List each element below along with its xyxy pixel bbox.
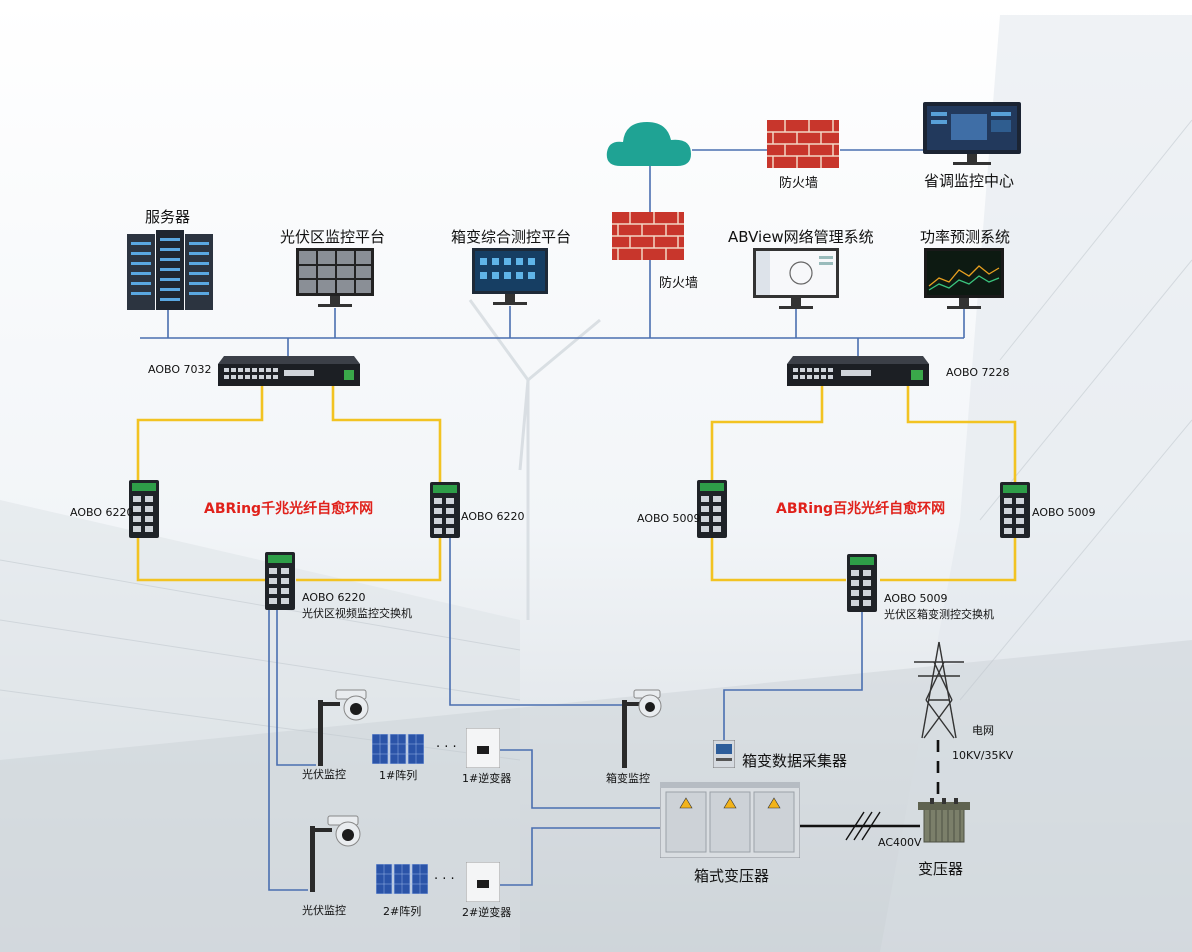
fiber-gigabit-bottom-left <box>136 537 267 582</box>
power-forecast-monitor-icon <box>924 248 1004 309</box>
pv-array-1-icon <box>372 734 424 764</box>
collector-label: 箱变数据采集器 <box>742 752 848 770</box>
ring-left-switch-right-icon <box>430 482 460 538</box>
inverter-1-icon <box>466 728 500 768</box>
array-2-label: 2#阵列 <box>383 905 422 918</box>
ring-left-switch-bottom-icon <box>265 552 295 610</box>
ring-left-switch-bottom-label: AOBO 6220 <box>302 591 366 604</box>
pv-camera-2-icon <box>310 815 361 892</box>
firewall-mid-icon <box>612 212 684 260</box>
transformer-icon <box>918 798 970 843</box>
inverter-1-to-box <box>500 749 660 809</box>
fast-ring-title: ABRing百兆光纤自愈环网 <box>776 501 946 517</box>
ring-left-switch-bottom-desc: 光伏区视频监控交换机 <box>302 607 412 620</box>
pv-camera-1-label: 光伏监控 <box>302 768 346 781</box>
pv-camera-1-icon <box>318 689 369 766</box>
pv-monitor-platform-icon <box>296 248 374 307</box>
grid-label: 电网 <box>972 724 994 737</box>
box-monitor-platform-icon <box>472 248 548 305</box>
core-switch-right-label: AOBO 7228 <box>946 366 1010 379</box>
pv-switch-to-camera-1 <box>276 610 316 766</box>
box-camera-icon <box>622 689 662 768</box>
ring-right-switch-right-icon <box>1000 482 1030 538</box>
fiber-gigabit-bottom-right <box>296 537 442 582</box>
server-label: 服务器 <box>145 208 191 226</box>
inverter-2-to-box <box>500 827 660 886</box>
firewall-top-icon <box>767 120 839 168</box>
ring-right-switch-bottom-desc: 光伏区箱变测控交换机 <box>884 608 994 621</box>
pv-monitor-platform-label: 光伏区监控平台 <box>280 228 386 246</box>
fiber-fast-bottom-left <box>710 537 846 582</box>
grid-voltage-label: 10KV/35KV <box>952 749 1014 762</box>
abview-label: ABView网络管理系统 <box>728 228 874 246</box>
fiber-gigabit-right <box>331 385 442 482</box>
power-tower-icon <box>914 641 964 739</box>
array-1-label: 1#阵列 <box>379 769 418 782</box>
abview-monitor-icon <box>753 248 839 309</box>
pv-array-2-icon <box>376 864 428 894</box>
core-switch-left-label: AOBO 7032 <box>148 363 212 376</box>
box-transformer-icon <box>660 782 800 858</box>
ring-left-switch-left-icon <box>129 480 159 538</box>
ring-right-switch-left-icon <box>697 480 727 538</box>
ac-voltage-label: AC400V <box>878 836 922 849</box>
firewall-top-label: 防火墙 <box>779 176 819 191</box>
dispatch-center-monitor-icon <box>923 102 1021 165</box>
fiber-gigabit-left <box>136 385 264 480</box>
ellipsis-2: · · · <box>434 872 455 887</box>
dispatch-center-label: 省调监控中心 <box>924 172 1015 190</box>
transformer-label: 变压器 <box>918 860 964 878</box>
ring-right-switch-right-label: AOBO 5009 <box>1032 506 1096 519</box>
inverter-1-label: 1#逆变器 <box>462 772 512 785</box>
core-switch-right-icon <box>787 356 929 386</box>
fiber-fast-bottom-right <box>880 537 1017 582</box>
box-camera-label: 箱变监控 <box>606 772 650 785</box>
inverter-2-label: 2#逆变器 <box>462 906 512 919</box>
ring-right-to-box-camera <box>449 532 632 706</box>
core-switch-left-icon <box>218 356 360 386</box>
firewall-mid-label: 防火墙 <box>659 276 699 291</box>
ring-left-switch-right-label: AOBO 6220 <box>461 510 525 523</box>
pv-switch-to-camera-2 <box>268 610 308 891</box>
ring-right-switch-bottom-icon <box>847 554 877 612</box>
ellipsis-1: · · · <box>436 740 457 755</box>
power-forecast-label: 功率预测系统 <box>920 228 1011 246</box>
box-monitor-platform-label: 箱变综合测控平台 <box>451 228 572 246</box>
pv-camera-2-label: 光伏监控 <box>302 904 346 917</box>
box-transformer-label: 箱式变压器 <box>694 867 770 885</box>
ring-left-switch-left-label: AOBO 6220 <box>70 506 134 519</box>
ring-bottom-to-collector <box>723 612 863 740</box>
inverter-2-icon <box>466 862 500 902</box>
fiber-fast-left <box>710 385 824 480</box>
ring-right-switch-bottom-label: AOBO 5009 <box>884 592 948 605</box>
data-collector-icon <box>713 740 735 768</box>
gigabit-ring-title: ABRing千兆光纤自愈环网 <box>204 501 374 517</box>
cloud-icon <box>606 122 691 166</box>
server-rack-icon <box>127 230 213 310</box>
fiber-fast-right <box>906 385 1017 482</box>
ring-right-switch-left-label: AOBO 5009 <box>637 512 701 525</box>
